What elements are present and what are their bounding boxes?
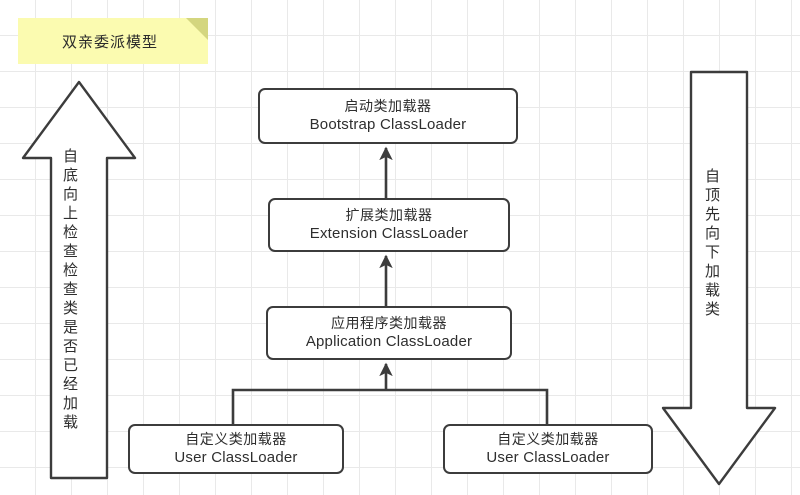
node-bootstrap-cn-label: 启动类加载器 <box>344 97 432 114</box>
connector-user-left-to-application <box>231 388 386 424</box>
node-user-classloader-left[interactable]: 自定义类加载器 User ClassLoader <box>128 424 344 474</box>
node-user-left-en-label: User ClassLoader <box>174 449 298 467</box>
node-user-right-en-label: User ClassLoader <box>486 449 610 467</box>
node-application-en-label: Application ClassLoader <box>305 333 473 351</box>
big-arrow-up-icon <box>21 80 137 480</box>
node-user-left-cn-label: 自定义类加载器 <box>185 430 287 447</box>
sticky-note-fold-icon <box>186 18 208 40</box>
big-arrow-up-label: 自底向上检查检查类是否已经加载 <box>61 148 78 433</box>
node-user-classloader-right[interactable]: 自定义类加载器 User ClassLoader <box>443 424 653 474</box>
big-arrow-down-icon <box>661 70 777 486</box>
node-bootstrap-en-label: Bootstrap ClassLoader <box>309 116 467 134</box>
node-extension-en-label: Extension ClassLoader <box>309 225 469 243</box>
connector-user-right-to-application <box>386 388 549 424</box>
sticky-note-label: 双亲委派模型 <box>61 33 158 51</box>
node-extension-classloader[interactable]: 扩展类加载器 Extension ClassLoader <box>268 198 510 252</box>
node-application-classloader[interactable]: 应用程序类加载器 Application ClassLoader <box>266 306 512 360</box>
sticky-note: 双亲委派模型 <box>18 18 208 64</box>
node-bootstrap-classloader[interactable]: 启动类加载器 Bootstrap ClassLoader <box>258 88 518 144</box>
big-arrow-down-label: 自顶先向下加载类 <box>703 168 720 320</box>
node-application-cn-label: 应用程序类加载器 <box>331 314 447 331</box>
node-extension-cn-label: 扩展类加载器 <box>345 206 433 223</box>
node-user-right-cn-label: 自定义类加载器 <box>497 430 599 447</box>
